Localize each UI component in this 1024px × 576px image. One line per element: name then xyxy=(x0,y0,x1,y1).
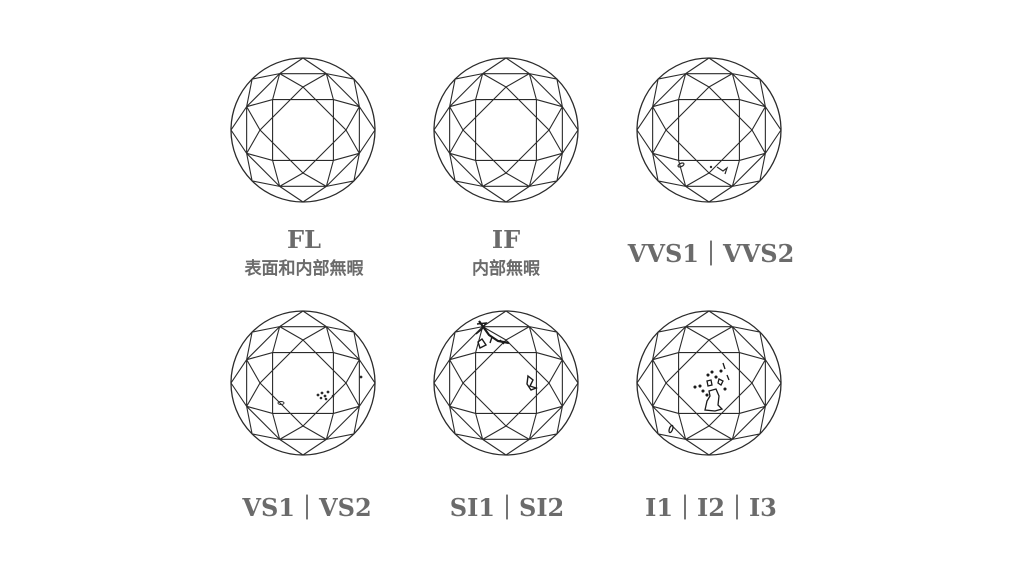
inclusions-si xyxy=(475,320,539,391)
facet-lines xyxy=(230,57,376,203)
inclusions-i xyxy=(668,362,730,434)
diamond-fl-icon xyxy=(230,57,376,203)
facet-lines xyxy=(636,57,782,203)
diamond-vvs-icon xyxy=(636,57,782,203)
facet-lines xyxy=(636,310,782,456)
grade-subtitle-if: 内部無暇 xyxy=(472,259,540,279)
grade-label-vvs: VVS1｜VVS2 xyxy=(627,239,795,268)
diamond-si-icon xyxy=(433,310,579,456)
inclusions-vs xyxy=(277,375,363,405)
facet-outline xyxy=(433,57,579,203)
grade-label-vs: VS1｜VS2 xyxy=(242,493,372,522)
facet-outline xyxy=(230,57,376,203)
girdle-circle xyxy=(636,57,782,203)
grade-subtitle-fl: 表面和内部無暇 xyxy=(244,259,364,279)
grade-label-if: IF xyxy=(491,225,521,254)
diamond-vs-icon xyxy=(230,310,376,456)
facet-outline xyxy=(230,310,376,456)
facet-lines xyxy=(230,310,376,456)
facet-outline xyxy=(636,310,782,456)
inclusions-vvs xyxy=(677,162,729,175)
girdle-circle xyxy=(636,310,782,456)
facet-outline xyxy=(433,310,579,456)
diamond-if-icon xyxy=(433,57,579,203)
facet-lines xyxy=(433,57,579,203)
girdle-circle xyxy=(230,310,376,456)
girdle-circle xyxy=(230,57,376,203)
grade-label-fl: FL xyxy=(287,225,321,254)
grade-label-si: SI1｜SI2 xyxy=(449,493,565,522)
facet-outline xyxy=(636,57,782,203)
grade-label-i: I1｜I2｜I3 xyxy=(645,493,777,522)
girdle-circle xyxy=(433,57,579,203)
girdle-circle xyxy=(433,310,579,456)
diamond-i-icon xyxy=(636,310,782,456)
facet-lines xyxy=(433,310,579,456)
